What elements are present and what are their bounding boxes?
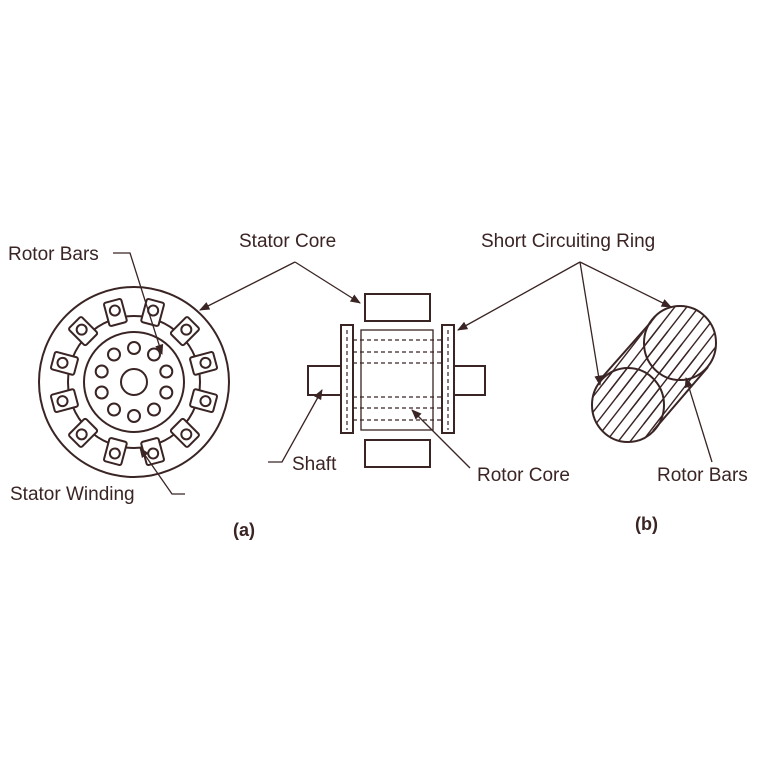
stator-slot	[49, 388, 79, 413]
rotor-bars	[94, 341, 174, 423]
stator-slot	[68, 417, 99, 448]
hatch-line	[644, 306, 716, 380]
hatch-line	[644, 306, 701, 380]
stator-slot	[189, 388, 219, 413]
hatch-line	[716, 290, 768, 470]
hatch-line	[644, 306, 665, 380]
hatch-line	[607, 368, 664, 442]
label-stator-winding: Stator Winding	[10, 484, 135, 505]
hatch-line	[598, 320, 708, 430]
ring-top	[643, 305, 717, 381]
rotor-circle	[83, 331, 185, 433]
stator-slot	[103, 437, 128, 467]
hatch-line	[592, 368, 653, 442]
rotor-bar	[159, 364, 174, 379]
hatch-line	[592, 368, 617, 442]
hatch-line	[703, 320, 708, 430]
stator-slots	[49, 297, 219, 467]
hatch-line	[592, 368, 629, 442]
cross-section-view	[38, 286, 230, 478]
hatch-line	[644, 306, 677, 380]
hatch-line	[598, 320, 617, 430]
label-short-circuiting-ring: Short Circuiting Ring	[481, 231, 655, 252]
hatch-line	[598, 320, 665, 430]
shaft-right	[451, 365, 486, 396]
stator-outer-circle	[38, 286, 230, 478]
stator-core-bottom	[364, 439, 431, 468]
caption-b: (b)	[635, 514, 658, 534]
rotor-bar	[94, 364, 109, 379]
rotor-bar	[159, 385, 174, 400]
hatch-line	[598, 320, 641, 430]
rotor-bar	[107, 347, 121, 362]
hatch-line	[476, 290, 616, 470]
hatch-line	[592, 368, 664, 442]
rotor-bar	[107, 402, 121, 417]
label-shaft: Shaft	[292, 454, 337, 475]
shaft-circle	[120, 368, 148, 396]
hatch-line	[592, 368, 664, 442]
hatch-line	[592, 368, 641, 442]
hatch-line	[704, 290, 768, 470]
stator-slot	[169, 417, 200, 448]
rotor-bar	[147, 402, 161, 417]
label-rotor-bars-left: Rotor Bars	[8, 244, 99, 265]
rotor-bar	[127, 409, 141, 423]
hatch-line	[703, 306, 716, 380]
label-rotor-bars-right: Rotor Bars	[657, 465, 748, 486]
hatch-line	[619, 320, 708, 430]
rotor-core-outline	[360, 329, 434, 431]
hatch-line	[680, 290, 768, 470]
ring-bottom	[591, 367, 665, 443]
hatch-line	[644, 306, 653, 380]
hatch-line	[644, 306, 713, 380]
hatch-line	[679, 320, 708, 430]
hatch-line	[592, 368, 664, 442]
side-view	[307, 293, 486, 468]
stator-slot	[103, 297, 128, 327]
hatch-line	[679, 306, 716, 380]
hatch-line	[500, 290, 640, 470]
stator-slot	[68, 316, 99, 347]
rotor-bar	[147, 347, 161, 362]
hatch-line	[592, 368, 664, 442]
stator-slot	[169, 316, 200, 347]
stator-core-top	[364, 293, 431, 322]
hatch-line	[715, 306, 716, 380]
label-stator-core: Stator Core	[239, 231, 336, 252]
shaft-left	[307, 365, 343, 396]
hatch-line	[598, 320, 629, 430]
caption-a: (a)	[233, 520, 255, 540]
rotor-bar	[127, 341, 141, 355]
leader-lines	[113, 252, 713, 495]
rotor-bar	[94, 385, 109, 400]
hatch-line	[488, 290, 628, 470]
stator-slot	[49, 351, 79, 376]
hatch-line	[716, 290, 768, 470]
stator-inner-circle	[67, 315, 201, 449]
label-rotor-core: Rotor Core	[477, 465, 570, 486]
hatch-line	[631, 368, 664, 442]
hatch-line	[644, 306, 689, 380]
hatch-line	[631, 320, 708, 430]
hatch-line	[598, 320, 653, 430]
stator-slot	[189, 351, 219, 376]
hatch-line	[644, 306, 716, 380]
